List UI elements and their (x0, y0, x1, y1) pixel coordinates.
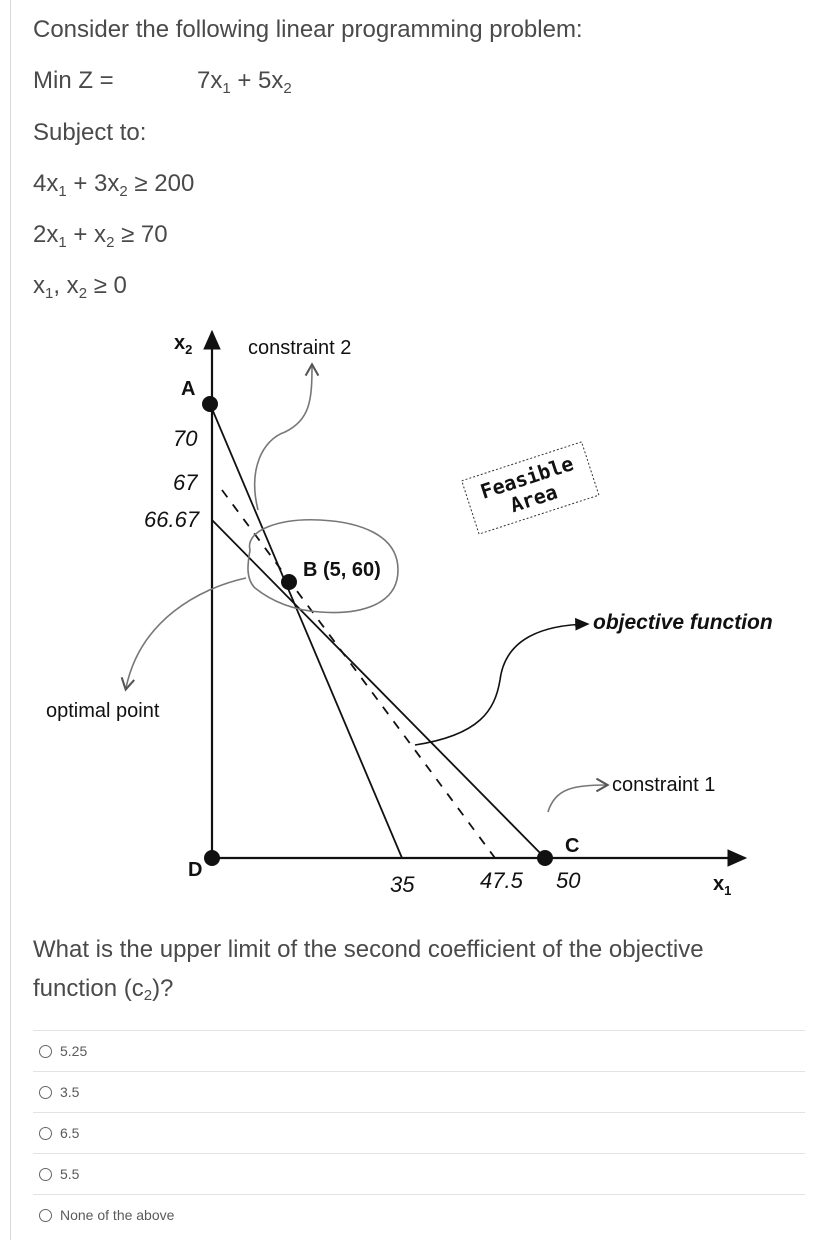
optimal-point-arrow (120, 577, 247, 692)
radio-icon[interactable] (39, 1167, 52, 1181)
point-b-marker (281, 574, 297, 590)
point-d-marker (204, 850, 220, 866)
option-label: 3.5 (60, 1084, 80, 1100)
point-b-label: B (5, 60) (303, 559, 381, 581)
point-a-marker (202, 396, 218, 412)
constraint-1-arrow (547, 777, 610, 813)
constraint-1-text: 4x1 + 3x2 ≥ 200 (33, 170, 195, 200)
objective-expression: 7x1 + 5x2 (197, 67, 292, 97)
point-d-label: D (188, 859, 202, 881)
objective-function-line (221, 489, 496, 859)
objective-label: Min Z = (33, 67, 114, 94)
constraint-1-line (211, 519, 546, 859)
y-tick-70: 70 (173, 426, 198, 451)
constraint-2-arrow (253, 362, 320, 511)
optimal-point-outline (247, 519, 399, 614)
x-tick-35: 35 (390, 872, 415, 897)
x-tick-47-5: 47.5 (480, 868, 524, 893)
constraint-2-label: constraint 2 (248, 337, 351, 359)
point-c-label: C (565, 835, 579, 857)
y-tick-67: 67 (173, 470, 198, 495)
radio-icon[interactable] (39, 1208, 52, 1222)
optimal-point-label: optimal point (46, 700, 160, 722)
option-label: None of the above (60, 1207, 175, 1223)
constraint-2-text: 2x1 + x2 ≥ 70 (33, 221, 168, 251)
option-none-of-the-above[interactable]: None of the above (33, 1194, 805, 1235)
radio-icon[interactable] (39, 1126, 52, 1140)
objective-function-arrow (414, 617, 590, 746)
option-6-5[interactable]: 6.5 (33, 1112, 805, 1153)
constraint-1-label: constraint 1 (612, 774, 715, 796)
option-5-5[interactable]: 5.5 (33, 1153, 805, 1194)
constraint-2-line (209, 403, 403, 859)
answer-options: 5.25 3.5 6.5 5.5 None of the above (33, 1030, 805, 1235)
x-tick-50: 50 (556, 868, 581, 893)
radio-icon[interactable] (39, 1085, 52, 1099)
problem-intro: Consider the following linear programmin… (33, 16, 583, 43)
y-tick-66-67: 66.67 (144, 507, 200, 532)
x-axis-label: x1 (713, 873, 731, 898)
left-border (10, 0, 11, 1240)
question-text: What is the upper limit of the second co… (33, 936, 704, 1004)
option-3-5[interactable]: 3.5 (33, 1071, 805, 1112)
option-label: 5.25 (60, 1043, 88, 1059)
option-label: 6.5 (60, 1125, 80, 1141)
point-a-label: A (181, 378, 195, 400)
y-axis-label: x2 (174, 332, 192, 357)
option-label: 5.5 (60, 1166, 80, 1182)
nonnegativity-text: x1, x2 ≥ 0 (33, 272, 127, 302)
subject-to-label: Subject to: (33, 119, 147, 146)
objective-function-label: objective function (593, 611, 773, 634)
option-5-25[interactable]: 5.25 (33, 1030, 805, 1071)
radio-icon[interactable] (39, 1044, 52, 1058)
feasible-area-box: Feasible Area (461, 441, 600, 535)
point-c-marker (537, 850, 553, 866)
lp-graph: Feasible Area x2 x1 A B (5, 60) C D 70 6… (46, 329, 773, 898)
